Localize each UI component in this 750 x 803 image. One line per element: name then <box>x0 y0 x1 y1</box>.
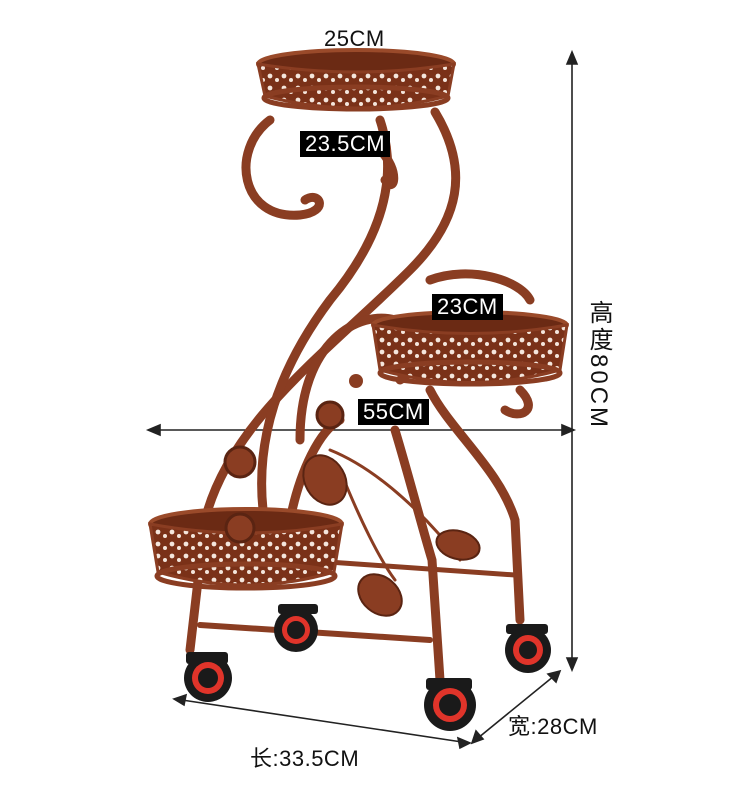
length-label: 长:33.5CM <box>250 746 360 771</box>
top-tray-inner-label: 23.5CM <box>300 131 391 157</box>
top-tray-diameter-label: 25CM <box>324 26 385 51</box>
top-tray <box>256 48 456 112</box>
length-arrow <box>181 699 463 743</box>
wheel-back-right <box>505 624 551 673</box>
decorations <box>223 374 481 617</box>
wheel-back-left <box>274 604 318 652</box>
wheel-front-left <box>184 652 232 702</box>
height-label: 高度80CM <box>585 300 612 431</box>
wheel-front-right <box>424 678 476 731</box>
width-label: 宽:28CM <box>508 714 598 739</box>
dimension-lines <box>145 49 579 750</box>
middle-tray <box>371 310 569 387</box>
wheels <box>184 604 551 731</box>
width-28-arrow <box>477 675 555 739</box>
width-55-label: 55CM <box>358 399 429 425</box>
bottom-tray <box>148 507 344 591</box>
middle-tray-diameter-label: 23CM <box>432 294 503 320</box>
